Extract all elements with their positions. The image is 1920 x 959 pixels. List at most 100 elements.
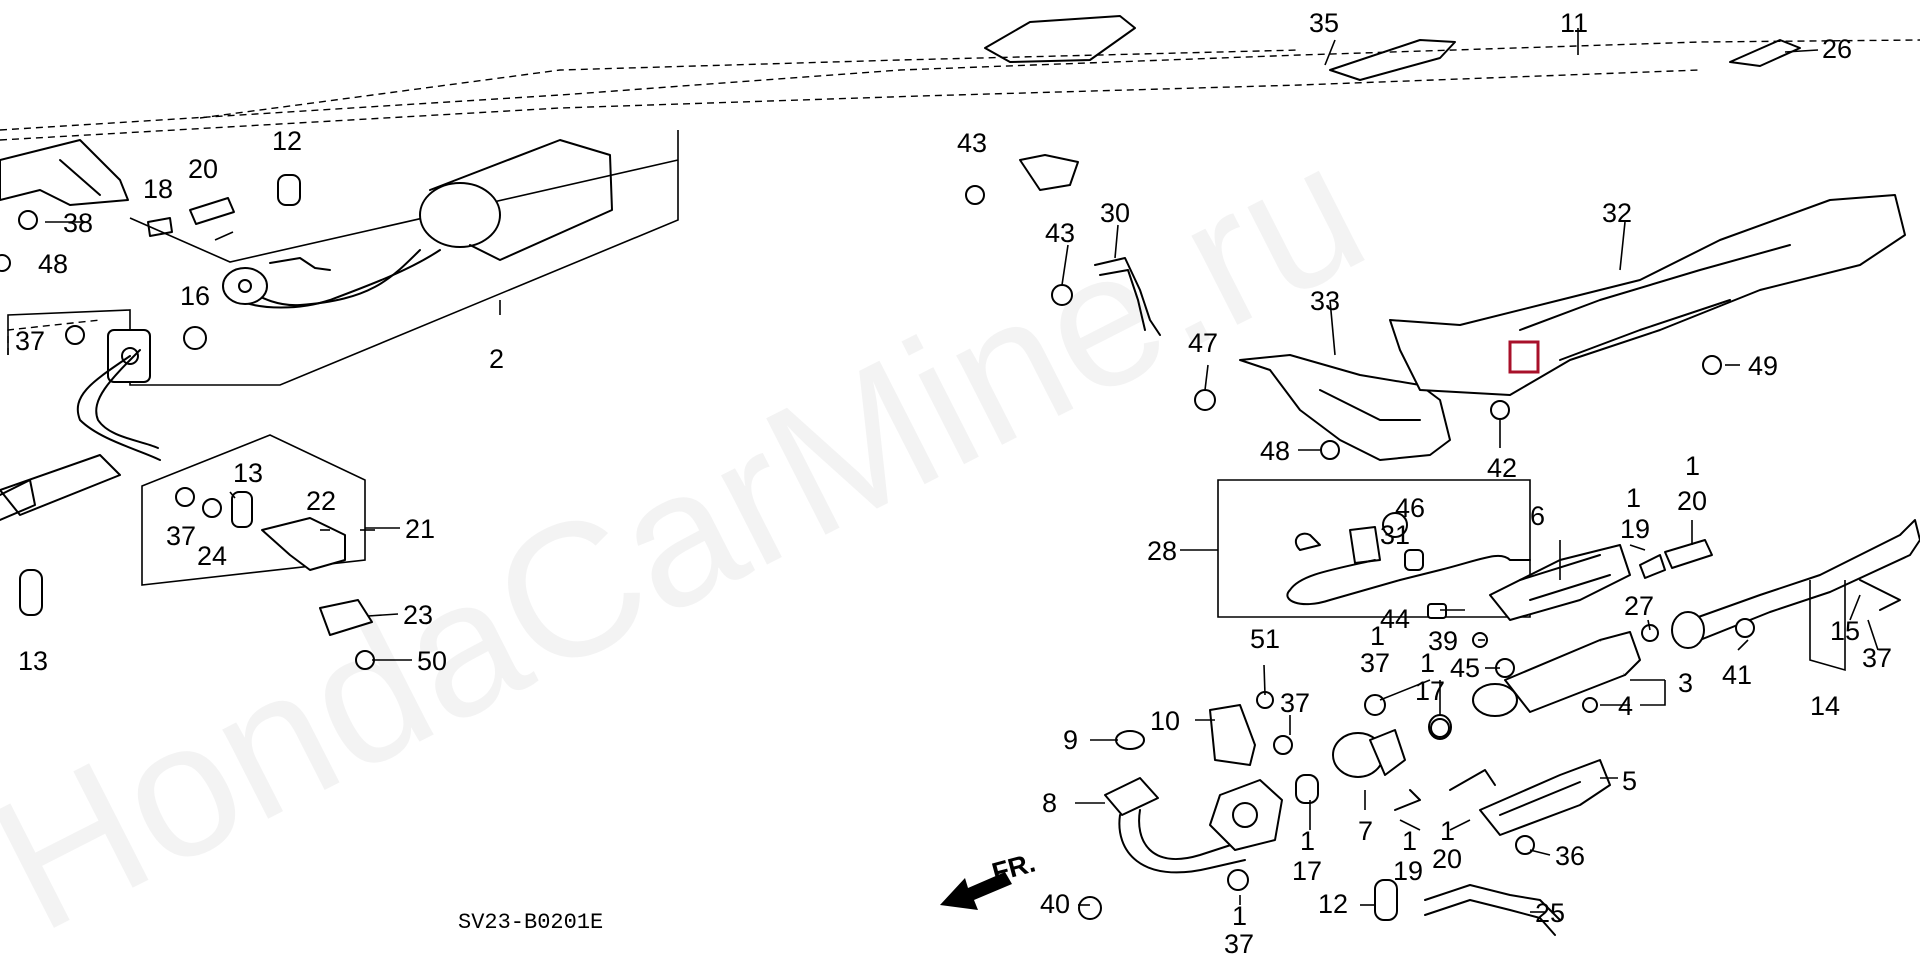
callout-19: 19 (1393, 856, 1423, 886)
callout-40: 40 (1040, 889, 1070, 919)
callout-1: 1 (1420, 648, 1435, 678)
callout-45: 45 (1450, 653, 1480, 683)
callout-5: 5 (1622, 766, 1637, 796)
front-pipe-8 (1104, 777, 1283, 874)
callout-8: 8 (1042, 788, 1057, 818)
catalytic-converter-3 (1472, 624, 1659, 717)
bolt-20b (1664, 539, 1713, 569)
bracket-30 (1094, 257, 1161, 336)
watermark-text: HondaCarMine.ru (0, 102, 1395, 959)
callout-17: 17 (1415, 676, 1445, 706)
callout-35: 35 (1309, 8, 1339, 38)
callout-6: 6 (1530, 501, 1545, 531)
callout-labels: 35 11 26 43 43 30 32 33 47 49 48 42 18 2… (15, 8, 1892, 959)
callout-22: 22 (306, 486, 336, 516)
callout-36: 36 (1555, 841, 1585, 871)
callout-24: 24 (197, 541, 227, 571)
callout-46: 46 (1395, 493, 1425, 523)
callout-1: 1 (1232, 901, 1247, 931)
callout-37: 37 (1862, 643, 1892, 673)
callout-3: 3 (1678, 668, 1693, 698)
rubber-12b (1374, 879, 1398, 921)
callout-27: 27 (1624, 591, 1654, 621)
bolt-4 (1582, 697, 1598, 713)
bracket-43-top (965, 154, 1079, 205)
callout-1: 1 (1440, 816, 1455, 846)
bolt-48a (1320, 440, 1340, 460)
callout-9: 9 (1063, 725, 1078, 755)
callout-30: 30 (1100, 198, 1130, 228)
nut-37 (65, 325, 85, 345)
nut-37c (1364, 694, 1386, 716)
callout-15: 15 (1830, 616, 1860, 646)
callout-1: 1 (1300, 826, 1315, 856)
callout-11: 11 (1560, 8, 1588, 38)
callout-31: 31 (1380, 520, 1410, 550)
callout-20: 20 (1432, 844, 1462, 874)
callout-7: 7 (1358, 816, 1373, 846)
front-direction-label: FR. (989, 848, 1039, 888)
callout-19: 19 (1620, 514, 1650, 544)
callout-1: 1 (1626, 483, 1641, 513)
callout-51: 51 (1250, 624, 1280, 654)
leader-lines (45, 28, 1879, 913)
callout-21: 21 (405, 514, 435, 544)
bolt-49 (1702, 355, 1722, 375)
gasket-17 (1430, 718, 1450, 738)
callout-42: 42 (1487, 453, 1517, 483)
callout-4: 4 (1618, 691, 1633, 721)
callout-2: 2 (489, 344, 504, 374)
callout-37: 37 (15, 326, 45, 356)
left-hardware (0, 174, 301, 616)
nut-43 (1051, 284, 1073, 306)
diagram-code: SV23-B0201E (458, 910, 603, 935)
callout-23: 23 (403, 600, 433, 630)
callout-49: 49 (1748, 351, 1778, 381)
heat-shield-5 (1479, 759, 1611, 836)
callout-14: 14 (1810, 691, 1840, 721)
callout-1: 1 (1402, 826, 1417, 856)
callout-1: 1 (1685, 451, 1700, 481)
top-left-bracket (0, 139, 129, 206)
callout-47: 47 (1188, 328, 1218, 358)
heat-shield-33 (1239, 354, 1451, 461)
rubber-13 (19, 569, 43, 616)
callout-48: 48 (38, 249, 68, 279)
nut-37e (1227, 869, 1249, 891)
nut-47 (1194, 389, 1216, 411)
callout-1: 1 (1370, 621, 1385, 651)
front-direction-arrow: FR. (940, 848, 1039, 910)
callout-43: 43 (1045, 218, 1075, 248)
callout-37: 37 (1224, 929, 1254, 959)
spring-19a (1639, 554, 1666, 579)
gasket-27 (1641, 624, 1659, 642)
bolt-38 (18, 210, 38, 230)
clip-44 (1427, 603, 1447, 619)
callout-20: 20 (188, 154, 218, 184)
callout-17: 17 (1292, 856, 1322, 886)
sensor-kit-28 (1217, 479, 1531, 618)
callout-26: 26 (1822, 34, 1852, 64)
callout-12: 12 (1318, 889, 1348, 919)
callout-10: 10 (1150, 706, 1180, 736)
bolt-20 (189, 197, 235, 225)
callout-44: 44 (1380, 604, 1410, 634)
gasket-16 (183, 326, 207, 350)
callout-48: 48 (1260, 436, 1290, 466)
highlight-box (1508, 340, 1540, 374)
nut-42 (1490, 400, 1510, 420)
callout-13: 13 (233, 458, 263, 488)
callout-37: 37 (1280, 688, 1310, 718)
flange-pipe-7 (1332, 714, 1496, 811)
callout-38: 38 (63, 208, 93, 238)
bolt-48 (0, 254, 11, 272)
nut-40 (1078, 896, 1102, 920)
callout-43: 43 (957, 128, 987, 158)
callout-20: 20 (1677, 486, 1707, 516)
callout-18: 18 (143, 174, 173, 204)
callout-50: 50 (417, 646, 447, 676)
callout-33: 33 (1310, 286, 1340, 316)
callout-12: 12 (272, 126, 302, 156)
callout-41: 41 (1722, 660, 1752, 690)
